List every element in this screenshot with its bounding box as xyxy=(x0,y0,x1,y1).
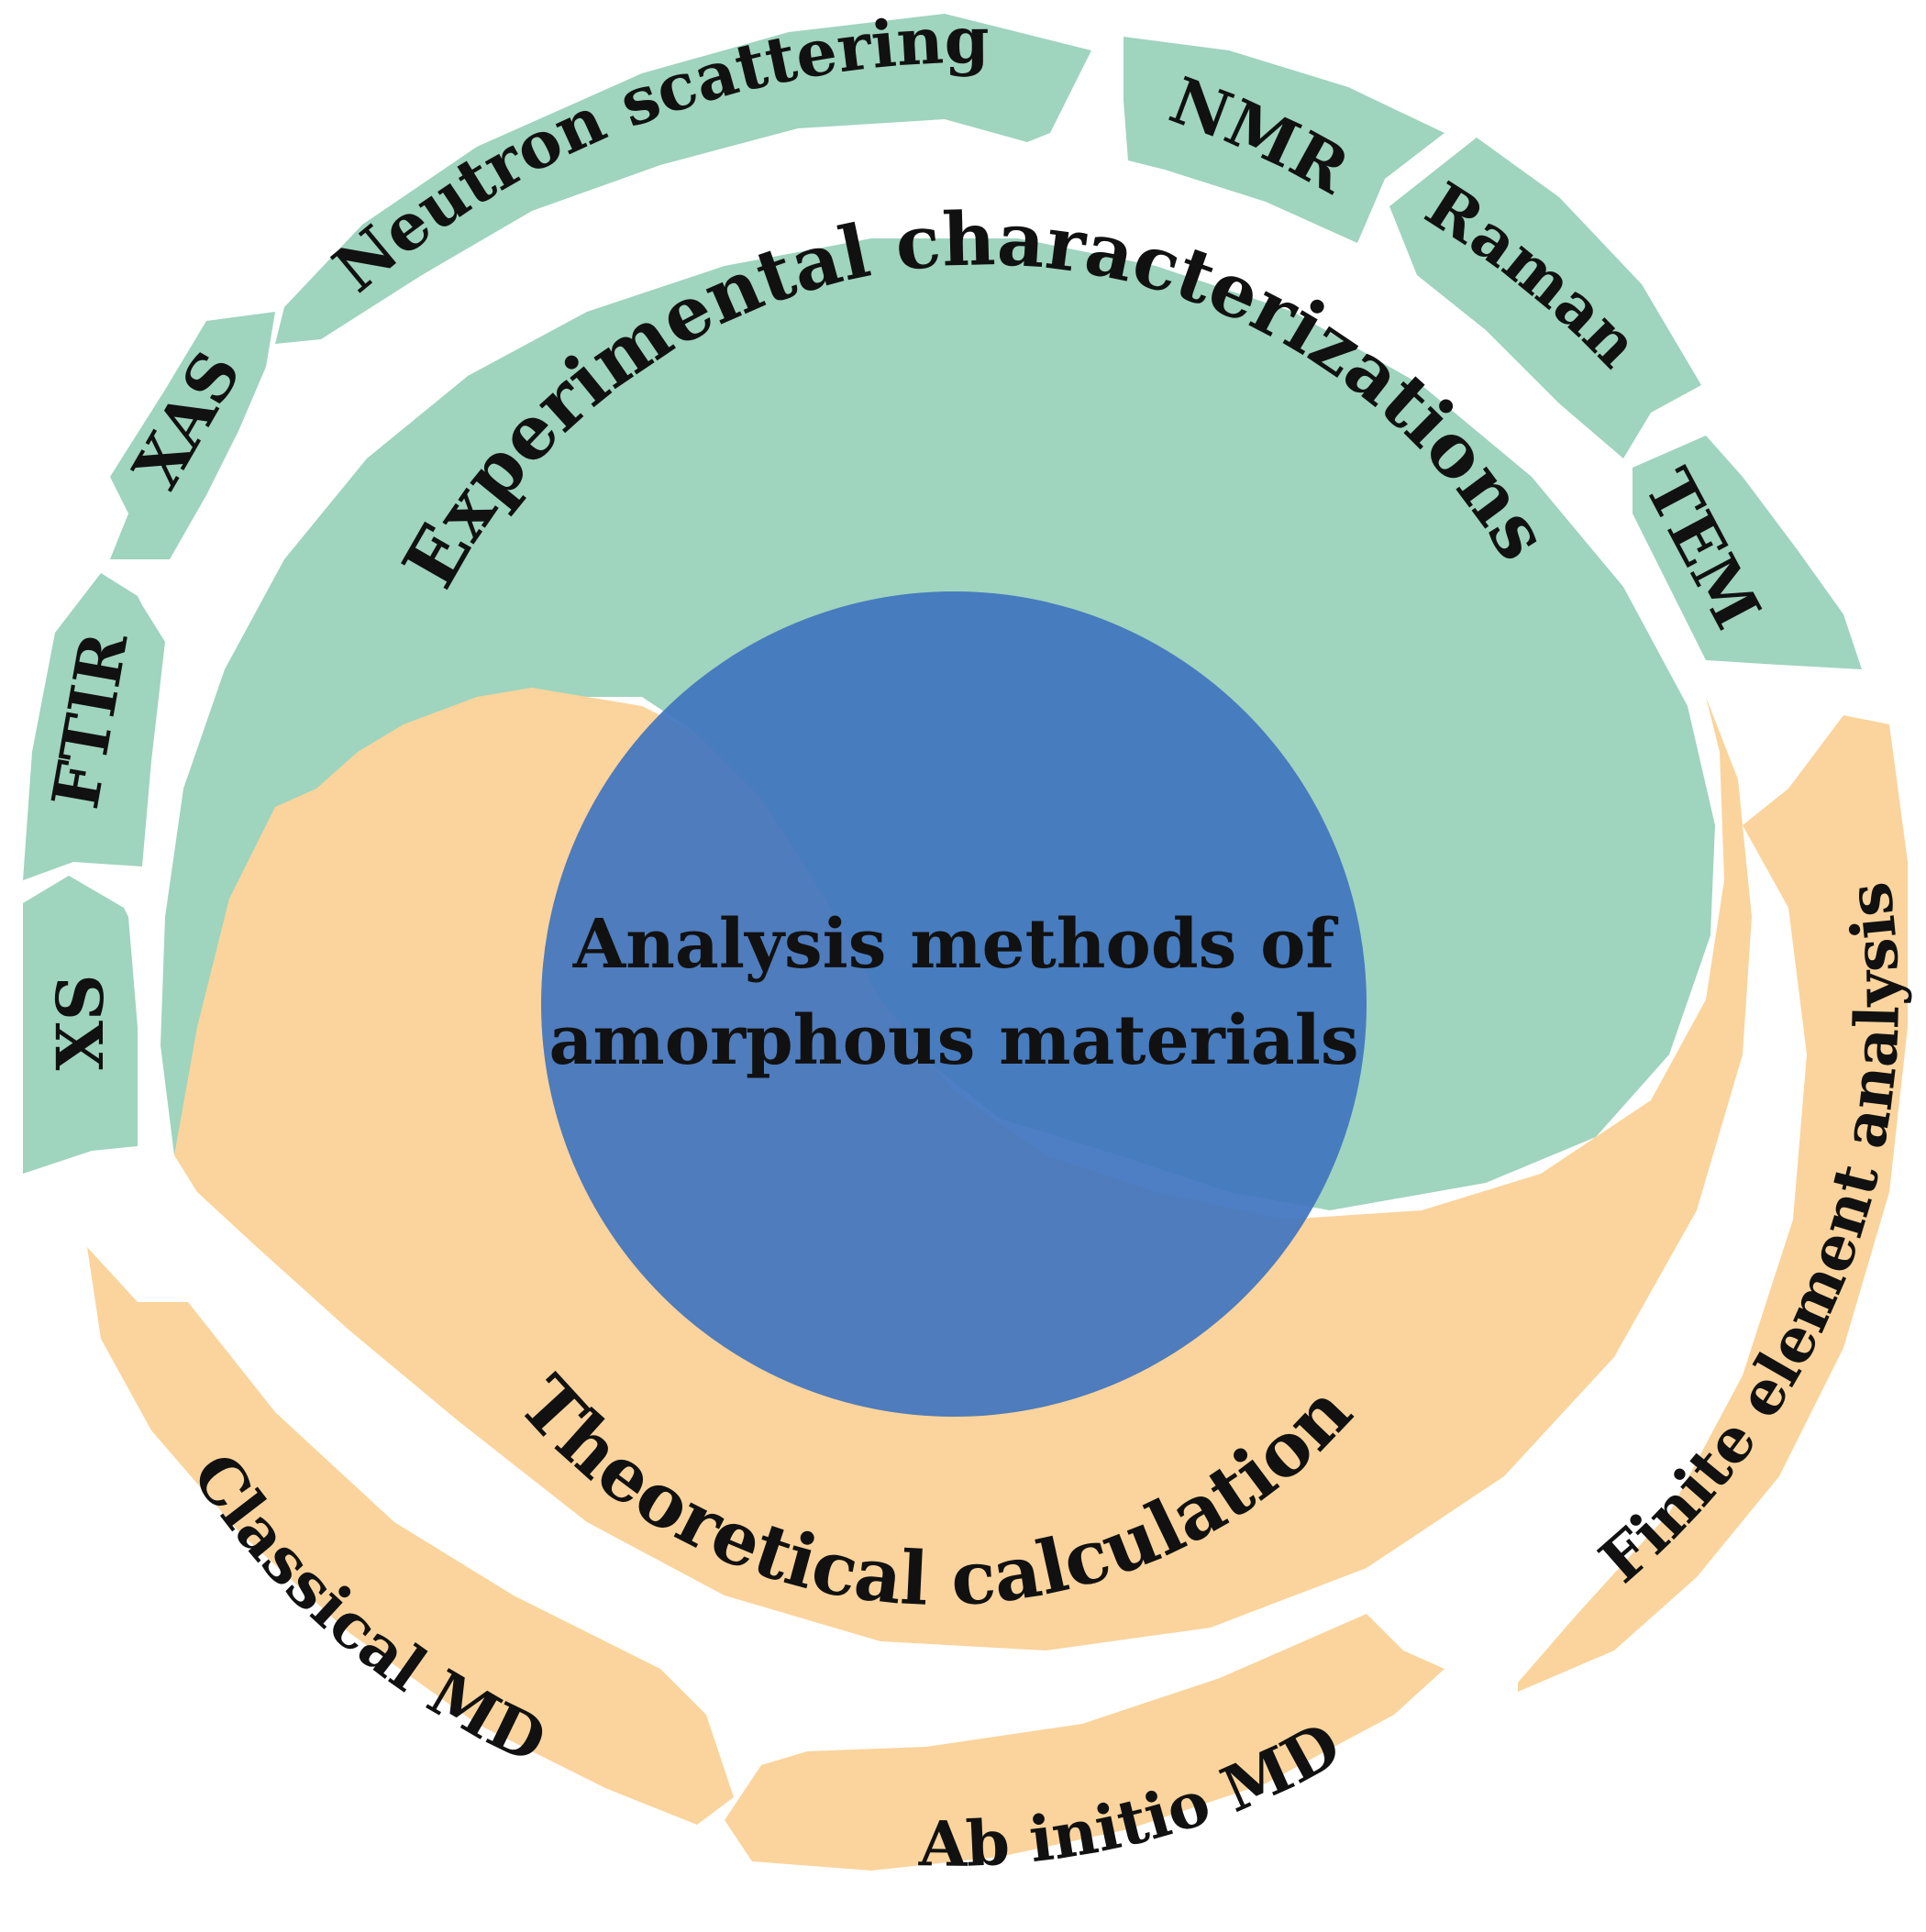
classical-md-segment[interactable] xyxy=(87,1247,734,1825)
xs-segment[interactable] xyxy=(23,876,138,1174)
neutron-segment[interactable] xyxy=(275,14,1091,344)
center-title-line1: Analysis methods of xyxy=(572,905,1339,984)
xas-segment[interactable] xyxy=(110,312,275,559)
center-title-line2: amorphous materials xyxy=(548,1001,1358,1080)
nmr-segment[interactable] xyxy=(1124,37,1444,243)
theoretical-ring xyxy=(87,715,1908,1871)
xs-label: XS xyxy=(42,975,118,1071)
center-circle xyxy=(541,591,1367,1417)
raman-segment[interactable] xyxy=(1389,138,1701,458)
tem-segment[interactable] xyxy=(1633,436,1862,669)
ftir-segment[interactable] xyxy=(23,573,165,880)
finite-element-segment[interactable] xyxy=(1518,715,1908,1692)
experimental-ring xyxy=(23,14,1862,1174)
ab-initio-md-segment[interactable] xyxy=(725,1614,1444,1871)
